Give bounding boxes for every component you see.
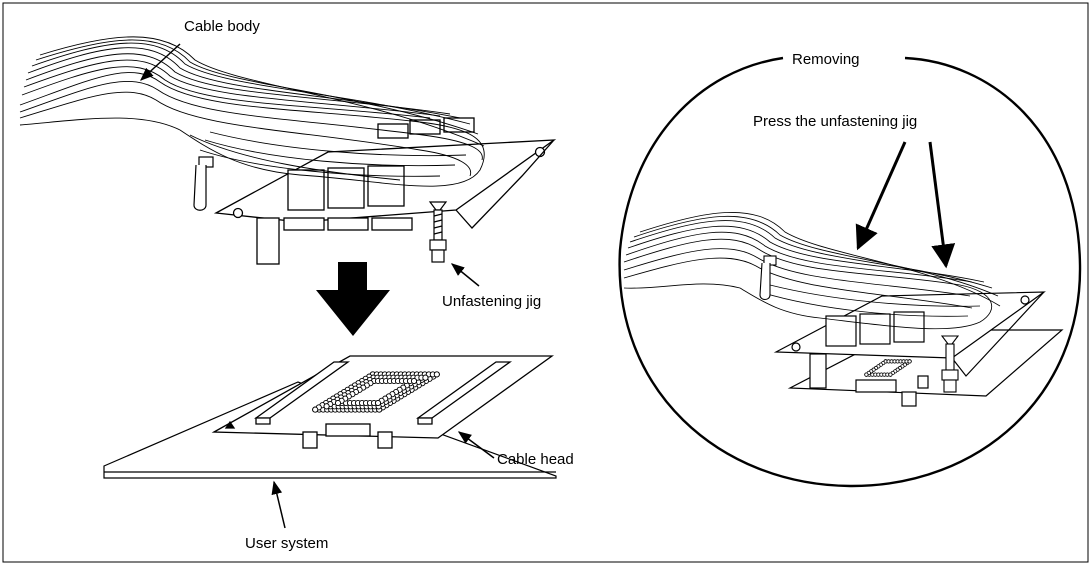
cable-tie-right bbox=[759, 255, 777, 301]
user-system-label: User system bbox=[245, 535, 328, 552]
unfastening-jig-screw-right bbox=[940, 335, 960, 393]
pin bbox=[334, 399, 342, 407]
pin bbox=[410, 377, 418, 385]
pin bbox=[864, 372, 869, 377]
cable-head-label: Cable head bbox=[497, 451, 574, 468]
cable-body-arrow bbox=[140, 43, 181, 81]
cable-tie-left bbox=[193, 156, 214, 211]
pin bbox=[323, 403, 330, 410]
press-arrow-1 bbox=[855, 141, 907, 251]
removing-assembly bbox=[773, 291, 1064, 407]
unfastening-jig-label: Unfastening jig bbox=[442, 293, 541, 310]
unfastening-jig-arrow bbox=[450, 263, 480, 287]
pin bbox=[433, 371, 440, 378]
press-arrows bbox=[855, 141, 956, 269]
ribbon-cable-right bbox=[623, 211, 1001, 330]
big-down-arrow bbox=[316, 262, 390, 336]
removing-label: Removing bbox=[792, 51, 860, 68]
pin bbox=[888, 372, 893, 377]
cable-head-arrow bbox=[457, 431, 495, 459]
callout-arrows bbox=[140, 43, 495, 529]
pin-grid-right bbox=[864, 359, 912, 377]
cable-body-assembly bbox=[213, 117, 557, 265]
pin bbox=[422, 374, 429, 381]
ribbon-cable-left bbox=[19, 36, 485, 187]
press-jig-label: Press the unfastening jig bbox=[753, 113, 917, 130]
cable-body-label: Cable body bbox=[184, 18, 260, 35]
pin bbox=[312, 406, 319, 413]
pin bbox=[374, 399, 382, 407]
press-arrow-2 bbox=[928, 141, 956, 269]
pin bbox=[907, 359, 912, 364]
pin-grid-left bbox=[312, 371, 440, 413]
unfastening-jig-screw bbox=[428, 201, 448, 263]
removing-circle bbox=[618, 56, 1082, 488]
user-system-arrow bbox=[271, 480, 286, 529]
